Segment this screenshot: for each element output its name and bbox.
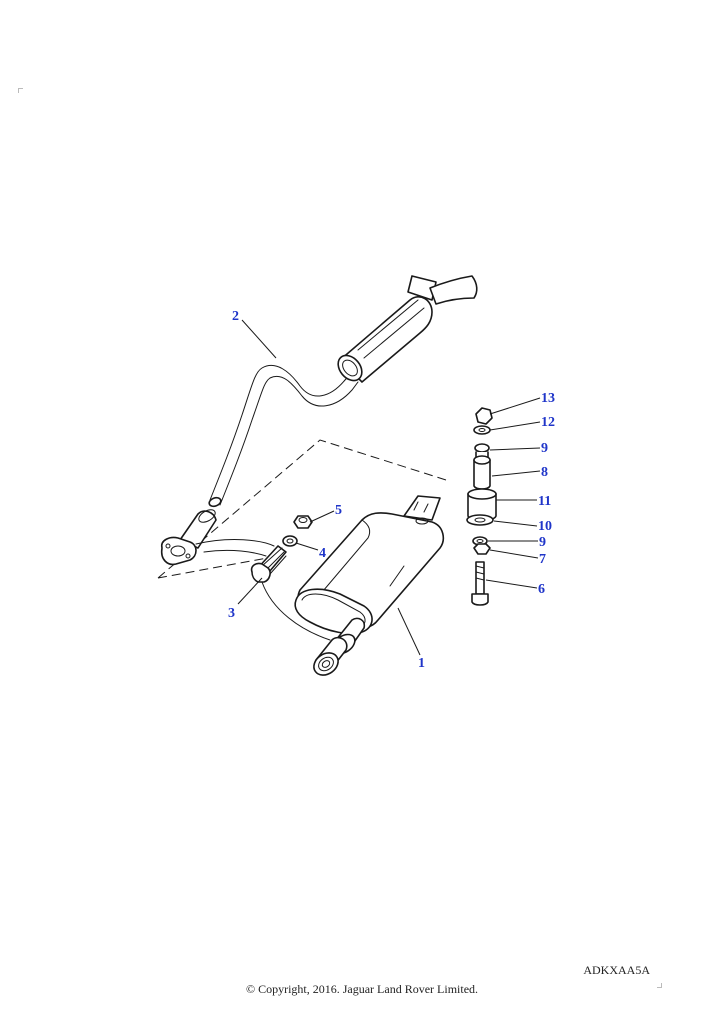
callout-8: 8 [541,465,548,480]
callout-13: 13 [541,391,555,406]
leader-1 [397,607,421,656]
leader-7 [489,549,539,559]
leader-12 [489,421,541,431]
callout-12: 12 [541,415,555,430]
leader-10 [493,520,538,527]
mounting-stack [466,407,497,606]
callout-2: 2 [232,309,239,324]
washer [282,535,298,547]
diagram-reference-code: ADKXAA5A [583,963,650,977]
intermediate-pipe [208,275,478,508]
bolt [250,545,287,583]
leader-4 [295,542,319,551]
silencer [195,495,445,676]
callout-10: 10 [538,519,552,534]
leader-9a [489,447,541,451]
front-pipe-flange [160,509,217,566]
callout-11: 11 [538,494,551,509]
corner-mark-top-left [18,88,23,93]
leader-3 [237,577,263,605]
leader-2 [241,319,277,359]
nut [293,515,313,529]
group-frame [157,439,447,579]
callout-1: 1 [418,656,425,671]
leader-5 [309,510,335,523]
leader-6 [485,579,538,589]
callout-6: 6 [538,582,545,597]
callout-9-upper: 9 [541,441,548,456]
leader-8 [491,470,541,477]
callout-4: 4 [319,546,326,561]
leader-13 [489,397,541,415]
callout-9-lower: 9 [539,535,546,550]
callout-5: 5 [335,503,342,518]
callout-7: 7 [539,552,546,567]
copyright-notice: © Copyright, 2016. Jaguar Land Rover Lim… [245,982,479,996]
callout-3: 3 [228,606,235,621]
